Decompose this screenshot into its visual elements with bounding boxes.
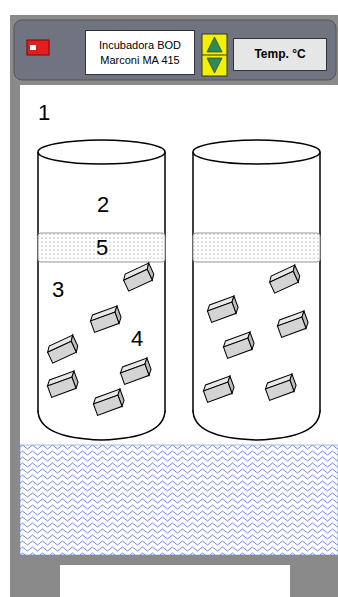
control-panel <box>14 20 336 80</box>
stone-block <box>264 374 298 400</box>
switch-lever <box>30 45 36 50</box>
incubator-chamber <box>20 85 338 555</box>
tube-bottom <box>38 410 165 440</box>
callout-number: 1 <box>38 102 50 124</box>
stone-block <box>46 371 80 397</box>
callout-number: 4 <box>131 328 143 350</box>
tube-fill <box>194 408 319 414</box>
cabinet-body <box>10 15 338 597</box>
node-text: Incubadora BOD Marconi MA 415 <box>92 38 188 67</box>
power-switch <box>27 40 49 55</box>
callout-number: 2 <box>97 194 109 216</box>
tube-mouth <box>193 140 320 164</box>
callout-number: 5 <box>96 237 108 259</box>
stone-block <box>206 296 240 322</box>
callout-number: 3 <box>52 279 64 301</box>
up-arrow <box>207 37 222 52</box>
stone-block <box>276 311 310 337</box>
dotted-layer <box>38 233 165 262</box>
stone-block <box>92 389 126 415</box>
dotted-layer <box>193 233 320 262</box>
tube-body <box>38 152 165 428</box>
down-arrow <box>207 58 222 73</box>
stone-block <box>222 332 256 358</box>
tube-bottom <box>193 410 320 440</box>
stone-block <box>89 306 123 332</box>
stone-block <box>202 376 236 402</box>
arrow-buttons <box>202 34 227 76</box>
stone-block <box>46 335 80 363</box>
test-tubes <box>38 140 320 440</box>
water-bath <box>20 445 338 555</box>
stone-block <box>268 265 302 293</box>
stone-block <box>119 358 153 384</box>
device-label-box: Incubadora BOD Marconi MA 415 <box>85 30 195 75</box>
bottom-slot <box>60 565 290 597</box>
water-waves <box>20 445 338 555</box>
temperature-display: Temp. °C <box>233 38 327 71</box>
button-divider <box>202 55 227 56</box>
node-text: Temp. °C <box>254 47 305 63</box>
tube-body <box>193 152 320 428</box>
stone-block <box>122 263 156 291</box>
tube-mouth <box>38 140 165 164</box>
